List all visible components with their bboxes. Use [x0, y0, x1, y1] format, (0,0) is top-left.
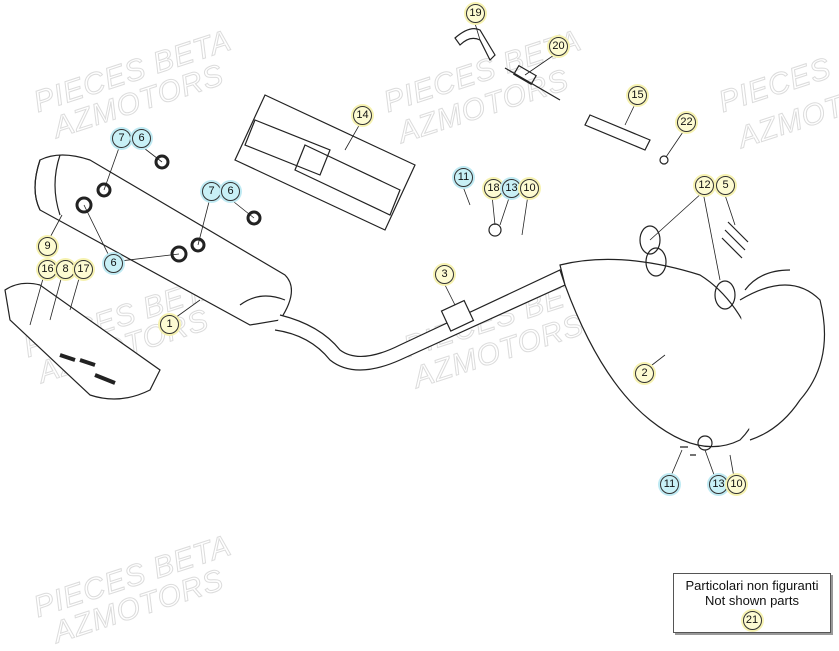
callout-20[interactable]: 20: [549, 37, 568, 56]
note-line-italian: Particolari non figuranti: [685, 578, 819, 593]
callout-5[interactable]: 5: [716, 176, 735, 195]
callout-12[interactable]: 12: [695, 176, 714, 195]
callout-10[interactable]: 10: [520, 179, 539, 198]
callout-9[interactable]: 9: [38, 237, 57, 256]
sleeve: [440, 299, 475, 332]
link-pipe: [274, 269, 566, 371]
callout-7[interactable]: 7: [112, 129, 131, 148]
note-line-english: Not shown parts: [705, 593, 799, 608]
callout-10[interactable]: 10: [727, 475, 746, 494]
callout-2[interactable]: 2: [635, 364, 654, 383]
exhaust-diagram: [4, 19, 826, 484]
callout-21[interactable]: 21: [742, 611, 762, 630]
callout-17[interactable]: 17: [74, 260, 93, 279]
callout-16[interactable]: 16: [38, 260, 57, 279]
callout-6[interactable]: 6: [104, 254, 123, 273]
callout-11[interactable]: 11: [454, 168, 473, 187]
muffler: [34, 154, 292, 326]
callout-22[interactable]: 22: [677, 113, 696, 132]
callout-13[interactable]: 13: [502, 179, 521, 198]
callout-13[interactable]: 13: [709, 475, 728, 494]
callout-11[interactable]: 11: [660, 475, 679, 494]
callout-19[interactable]: 19: [466, 4, 485, 23]
callout-3[interactable]: 3: [435, 265, 454, 284]
callout-6[interactable]: 6: [132, 129, 151, 148]
callout-18[interactable]: 18: [484, 179, 503, 198]
expansion-chamber: [559, 258, 764, 448]
heat-shield: [4, 282, 161, 400]
callout-7[interactable]: 7: [202, 182, 221, 201]
callout-1[interactable]: 1: [160, 315, 179, 334]
callout-14[interactable]: 14: [353, 106, 372, 125]
not-shown-parts-box: Particolari non figuranti Not shown part…: [673, 573, 831, 633]
callout-6[interactable]: 6: [221, 182, 240, 201]
callout-8[interactable]: 8: [56, 260, 75, 279]
callout-15[interactable]: 15: [628, 86, 647, 105]
